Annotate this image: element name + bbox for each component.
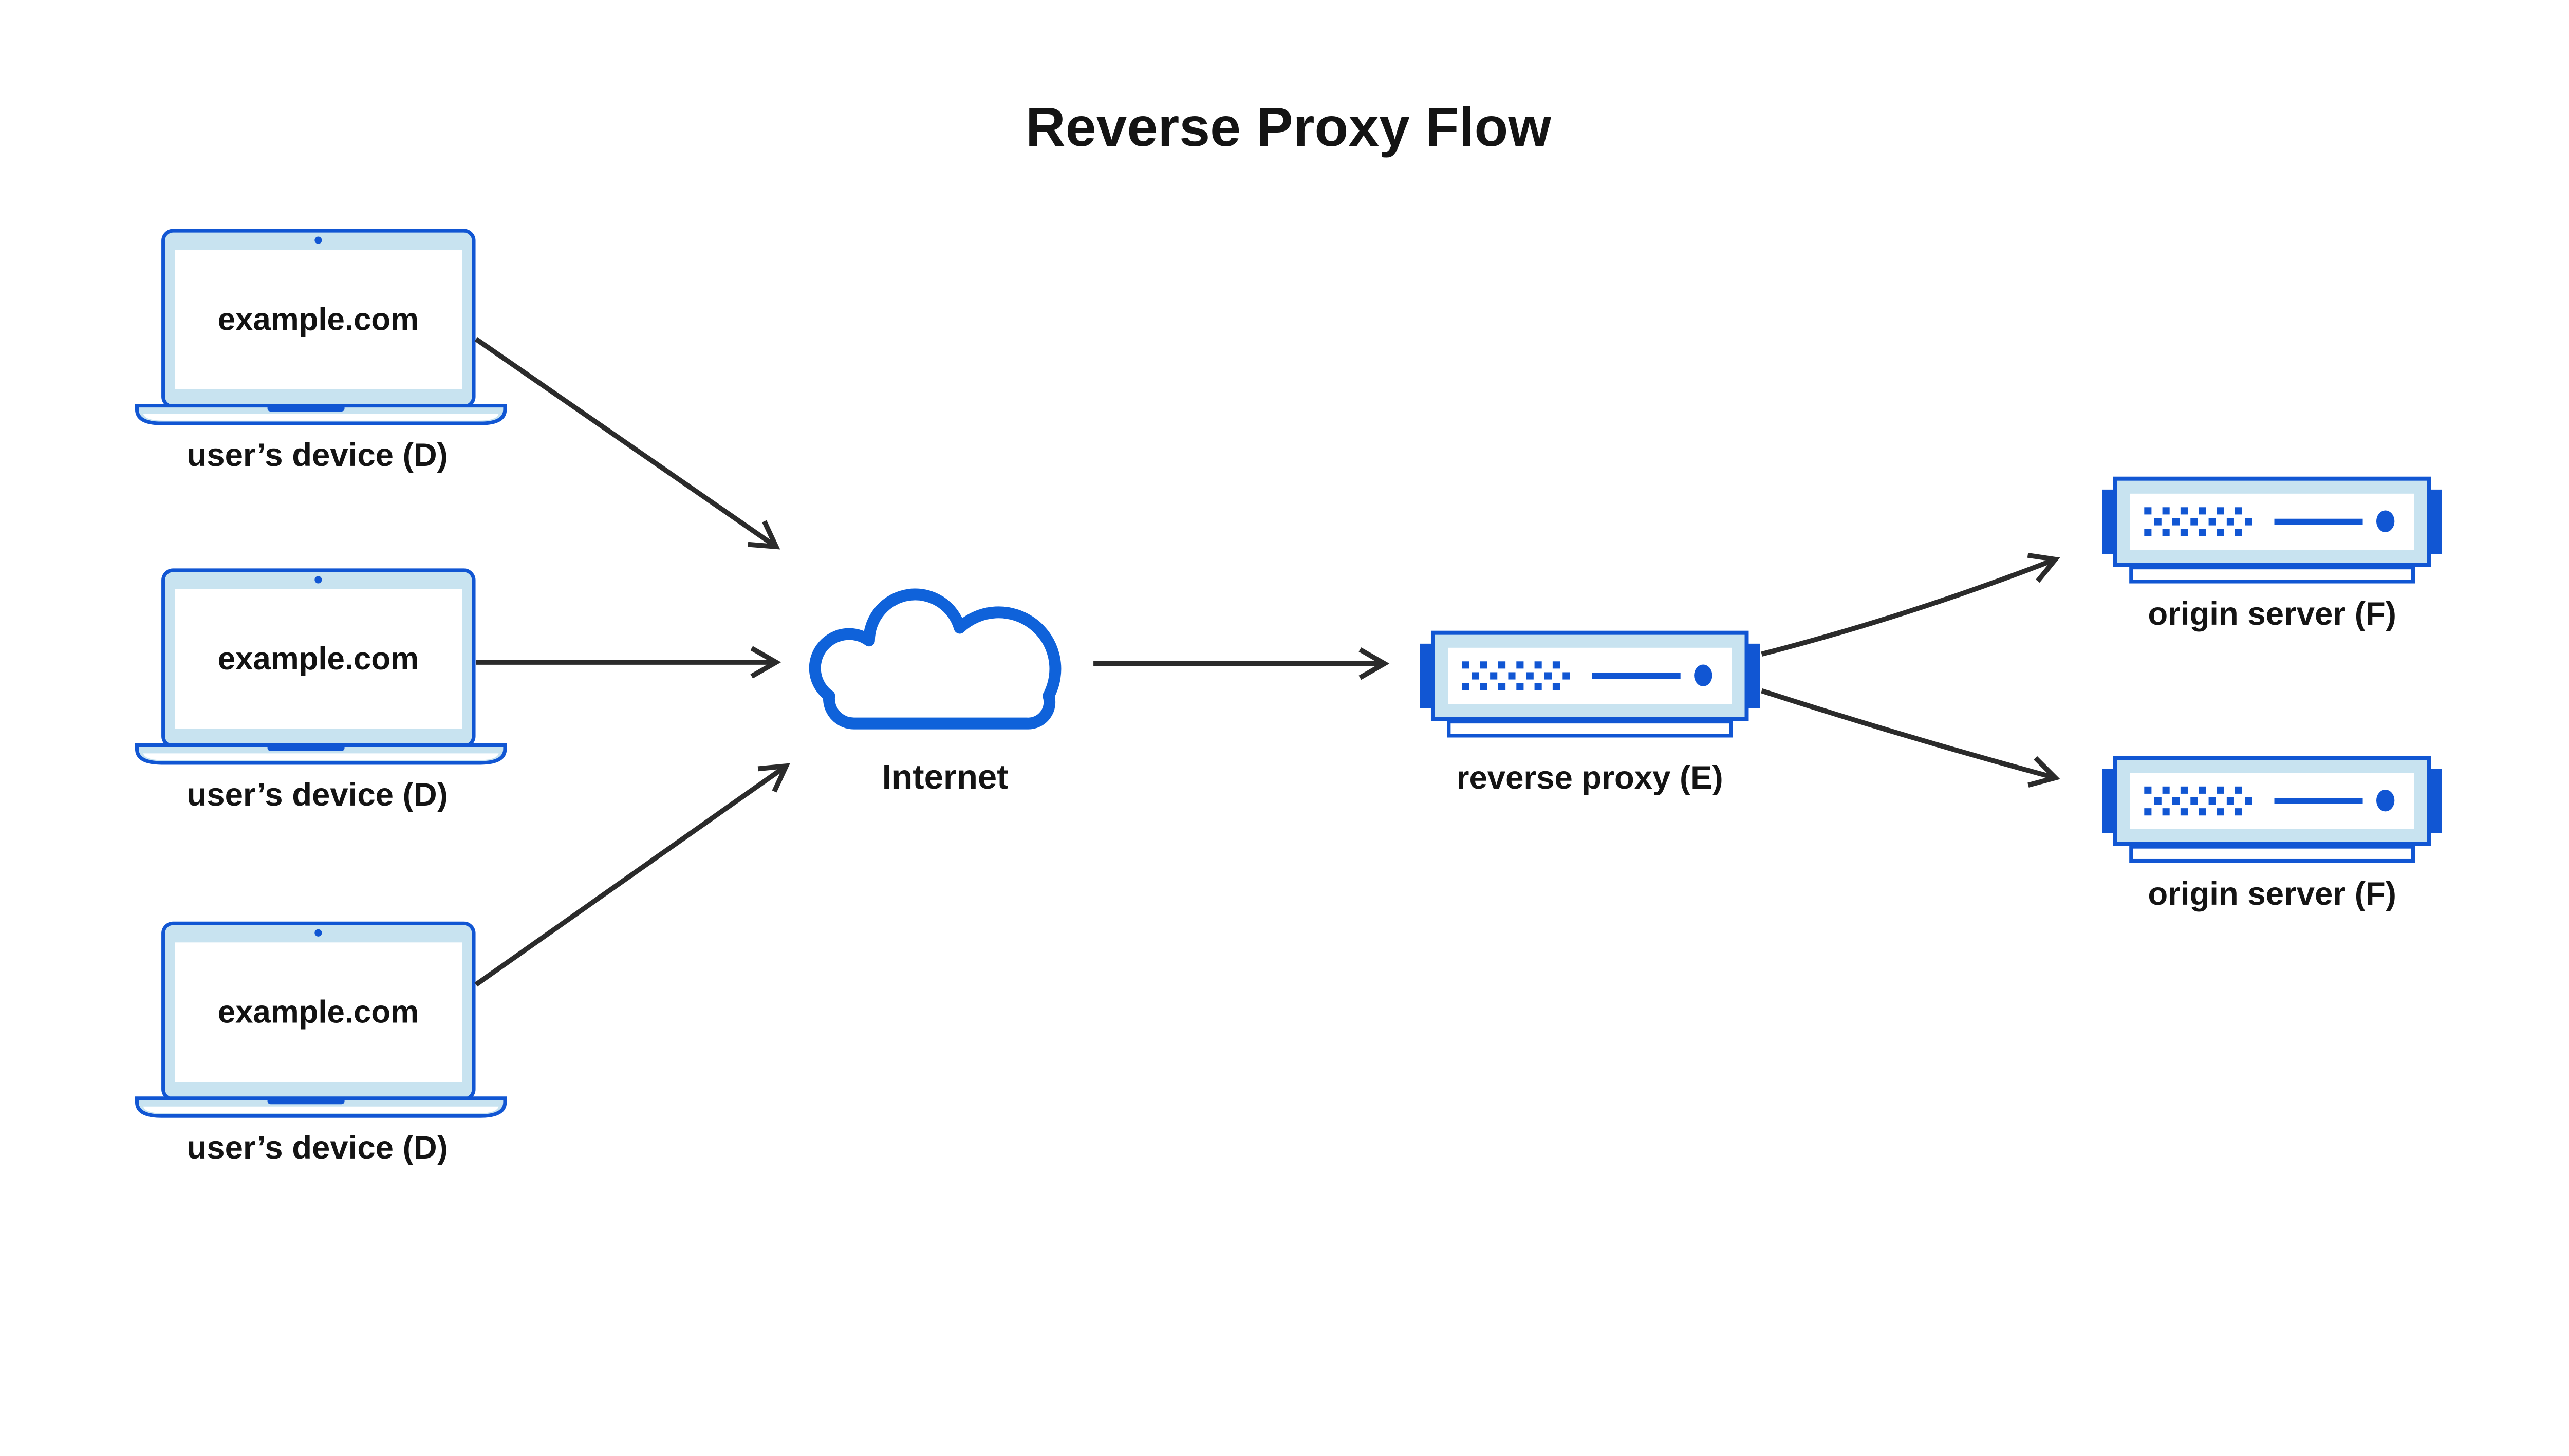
server-icon	[2102, 758, 2442, 861]
internet-label: Internet	[882, 758, 1009, 796]
device-2-label: user’s device (D)	[187, 776, 448, 813]
arrow-reverse-proxy-to-origin-server-1	[1761, 553, 2060, 657]
arrowhead-icon	[748, 520, 780, 550]
origin-server-1-label: origin server (F)	[2148, 595, 2396, 632]
node-origin-server-1: origin server (F)	[2102, 479, 2442, 632]
node-internet: Internet	[809, 588, 1062, 796]
cloud-icon	[809, 588, 1062, 730]
node-user-device-3: example.com user’s device (D)	[137, 923, 505, 1166]
device-3-screen-text: example.com	[218, 994, 419, 1030]
arrowhead-icon	[2027, 553, 2060, 583]
node-user-device-1: example.com user’s device (D)	[137, 231, 505, 473]
arrowhead-icon	[750, 646, 781, 679]
node-origin-server-2: origin server (F)	[2102, 758, 2442, 912]
server-icon	[2102, 479, 2442, 582]
node-reverse-proxy: reverse proxy (E)	[1420, 633, 1760, 796]
server-icon	[1420, 633, 1760, 736]
device-3-label: user’s device (D)	[187, 1129, 448, 1166]
arrowhead-icon	[1358, 647, 1390, 680]
arrowhead-icon	[2027, 756, 2060, 788]
arrow-reverse-proxy-to-origin-server-2	[1761, 688, 2060, 788]
device-1-label: user’s device (D)	[187, 437, 448, 473]
arrow-device-3-to-internet	[474, 763, 790, 987]
arrowhead-icon	[757, 763, 790, 793]
device-1-screen-text: example.com	[218, 302, 419, 337]
arrow-device-2-to-internet	[476, 646, 781, 679]
arrow-internet-to-reverse-proxy	[1093, 647, 1390, 680]
origin-server-2-label: origin server (F)	[2148, 875, 2396, 912]
diagram-title: Reverse Proxy Flow	[1026, 96, 1551, 158]
diagram-canvas: Reverse Proxy Flow example.com user’s de…	[135, 96, 2445, 1166]
reverse-proxy-label: reverse proxy (E)	[1457, 759, 1723, 796]
arrow-device-1-to-internet	[474, 337, 780, 550]
node-user-device-2: example.com user’s device (D)	[137, 570, 505, 813]
device-2-screen-text: example.com	[218, 641, 419, 677]
